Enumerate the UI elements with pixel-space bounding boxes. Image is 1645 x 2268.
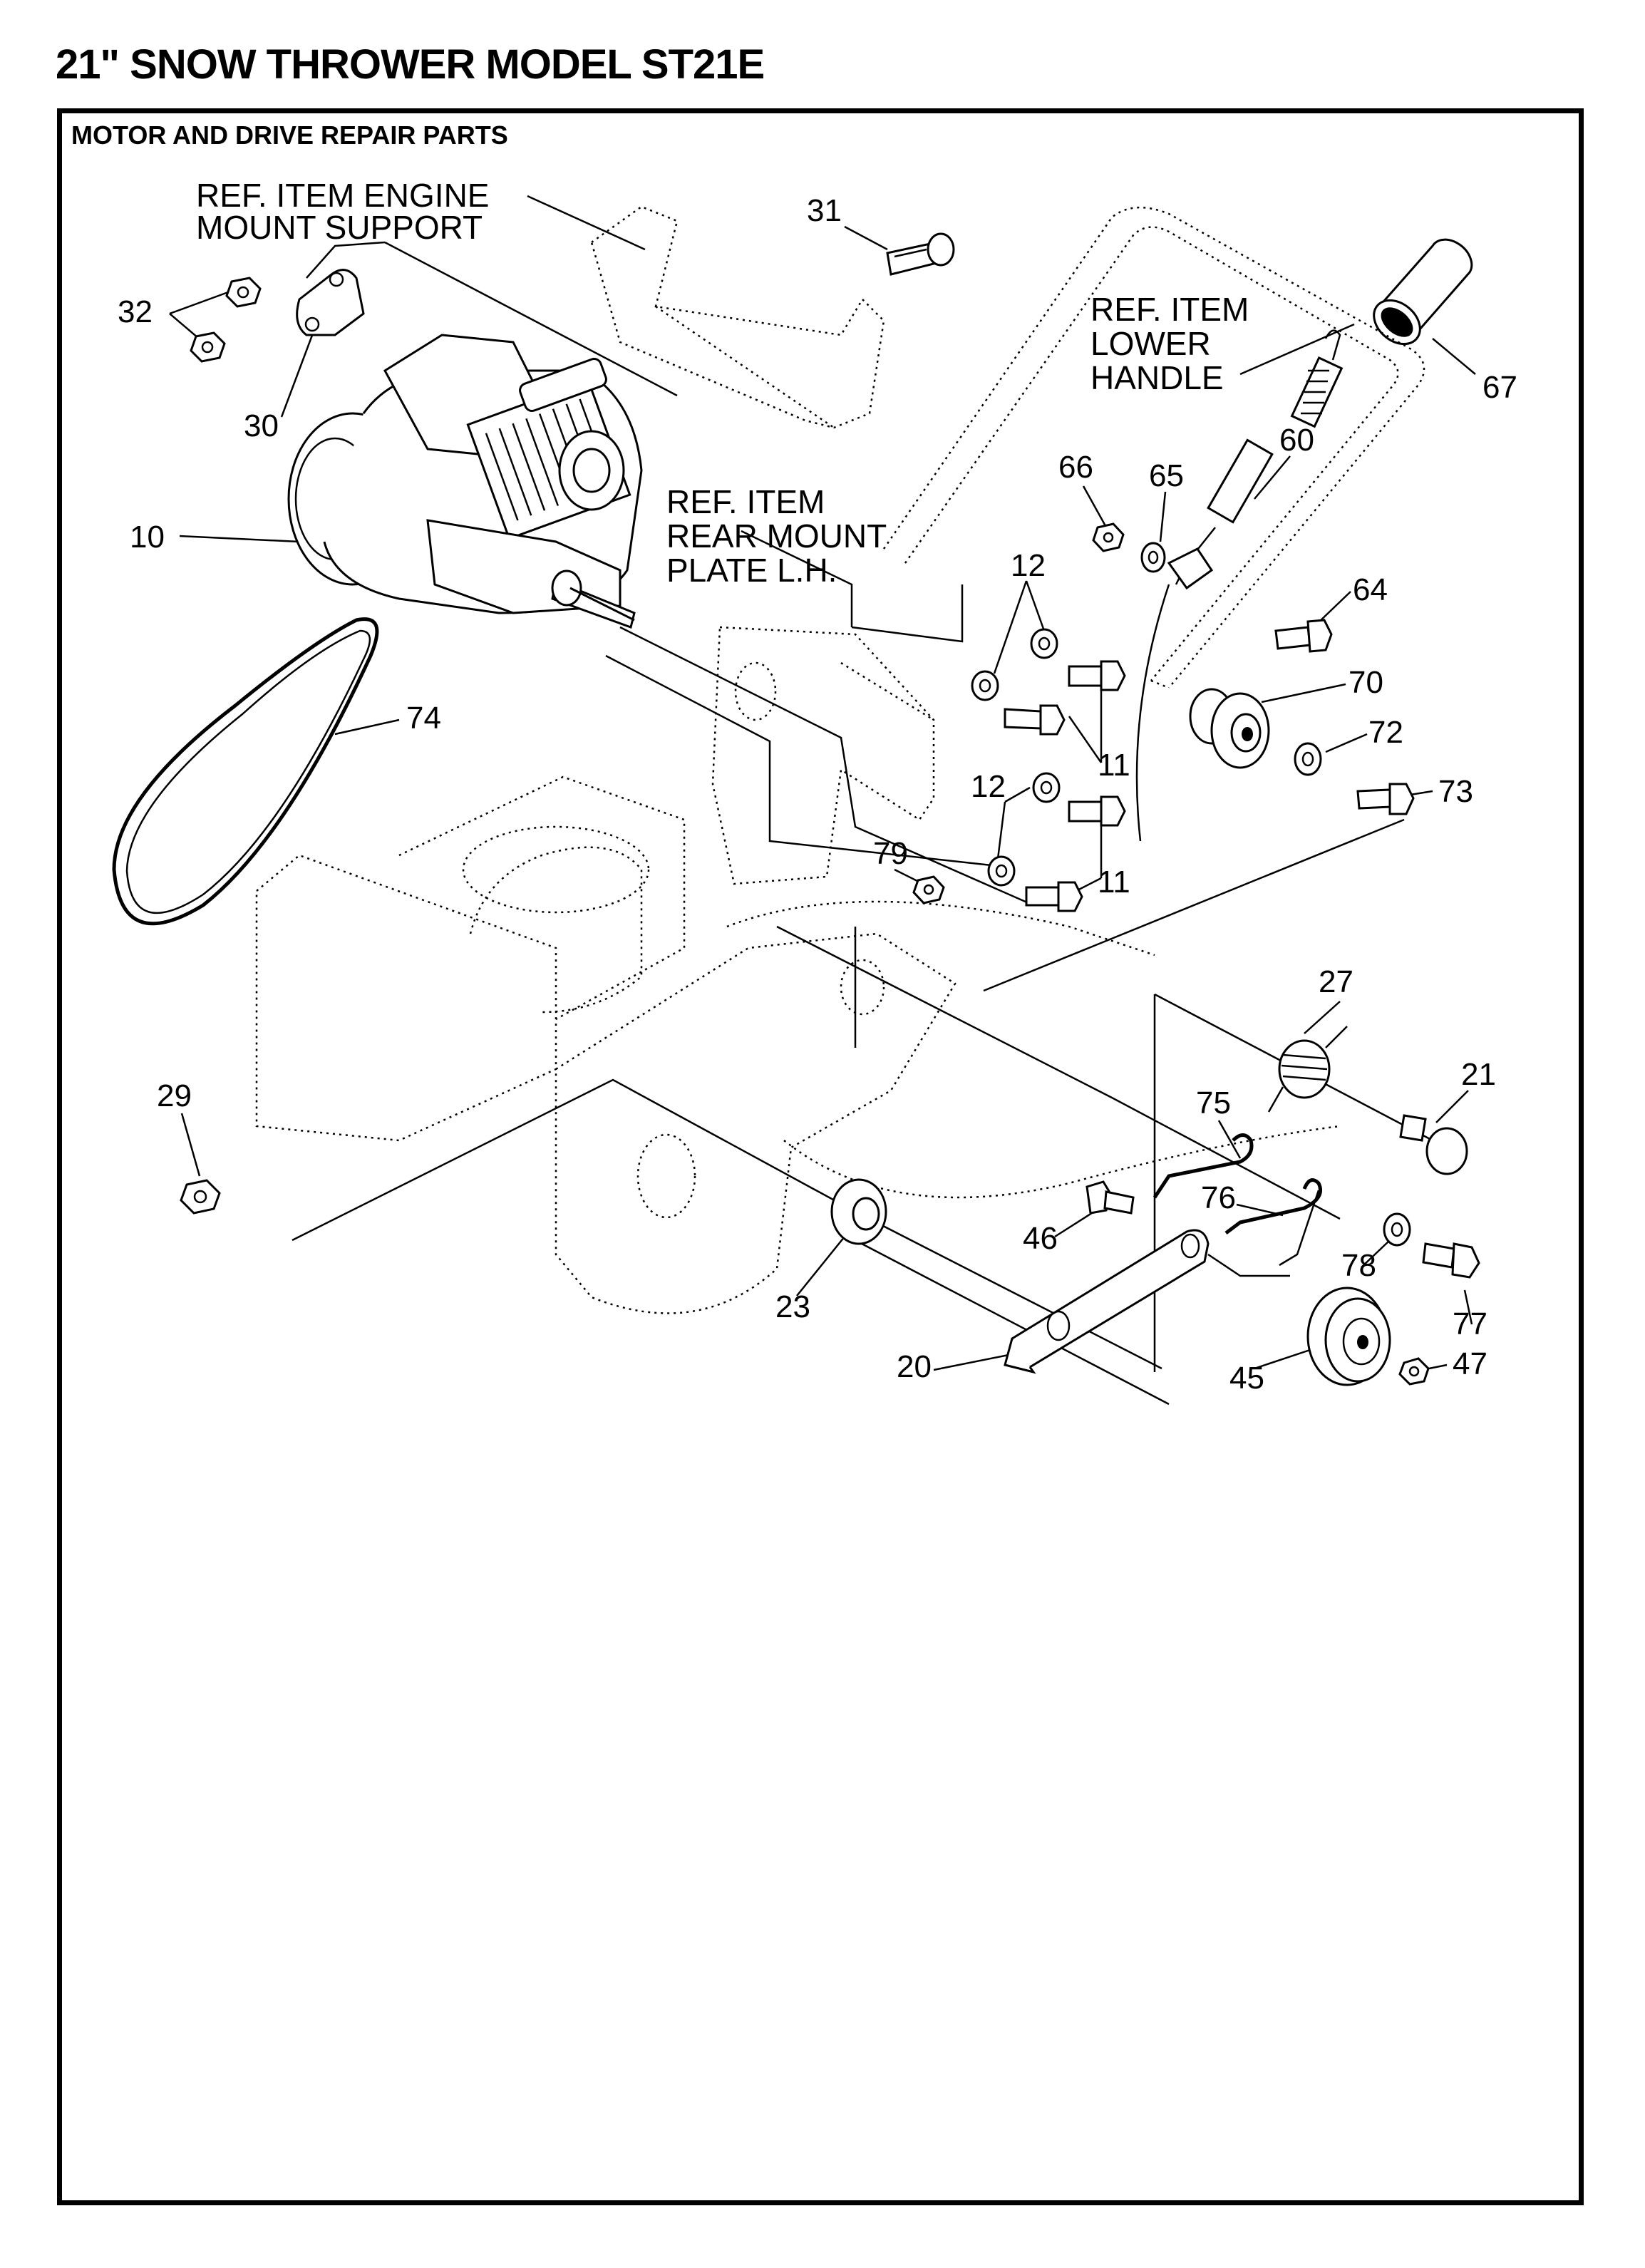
washer-65 [1140, 542, 1166, 573]
ref-engine-mount-line1: REF. ITEM ENGINE [196, 177, 489, 214]
part-label-10: 10 [130, 520, 165, 555]
part-label-64: 64 [1353, 572, 1388, 607]
rod-76 [1224, 1178, 1322, 1267]
part-label-11b: 11 [1098, 865, 1130, 900]
handle-grip-67 [1373, 238, 1473, 346]
part-label-31: 31 [807, 193, 842, 228]
cable-spring-60 [1135, 329, 1344, 842]
part-label-70: 70 [1349, 665, 1383, 700]
washer-12b [987, 772, 1061, 887]
carriage-bolt-21 [1399, 1114, 1468, 1175]
ref-engine-mount-line2: MOUNT SUPPORT [196, 209, 483, 246]
part-label-73: 73 [1438, 774, 1473, 809]
ref-lower-handle-line3: HANDLE [1090, 359, 1224, 396]
washer-12a [971, 628, 1058, 701]
part-label-72: 72 [1368, 715, 1403, 750]
part-label-47: 47 [1453, 1346, 1487, 1381]
bolt-31 [886, 232, 955, 276]
bushing-23 [830, 1178, 887, 1245]
engine-10 [287, 334, 643, 629]
part-label-30: 30 [244, 408, 279, 443]
part-label-74: 74 [406, 701, 441, 736]
part-label-21: 21 [1461, 1057, 1496, 1092]
part-label-23: 23 [775, 1289, 810, 1324]
part-label-66: 66 [1058, 450, 1093, 485]
idler-arm-20 [1004, 1229, 1290, 1374]
page-title: 21" SNOW THROWER MODEL ST21E [56, 41, 765, 88]
part-label-27: 27 [1319, 964, 1353, 999]
nut-29 [180, 1179, 221, 1215]
washer-72 [1294, 742, 1322, 776]
ref-rear-mount-line3: PLATE L.H. [666, 552, 837, 589]
part-label-65: 65 [1149, 458, 1184, 493]
part-label-20: 20 [897, 1349, 932, 1384]
part-label-75: 75 [1196, 1086, 1231, 1120]
part-label-29: 29 [157, 1078, 192, 1113]
bracket-30 [296, 269, 365, 336]
washer-78 [1383, 1212, 1411, 1247]
part-label-46: 46 [1023, 1221, 1058, 1256]
nut-66 [1092, 522, 1125, 552]
ref-rear-mount-line1: REF. ITEM [666, 483, 825, 520]
rod-75 [1152, 1133, 1254, 1199]
ref-lower-handle-line1: REF. ITEM [1090, 291, 1249, 328]
rear-mount-plate-ref [711, 626, 935, 885]
pulley-70 [1189, 688, 1270, 769]
bolts-11a [1004, 660, 1126, 736]
nut-79 [912, 875, 945, 904]
bolt-73 [1356, 783, 1415, 815]
idler-pulley-45 [1306, 1287, 1391, 1386]
lower-handle-ref [882, 206, 1425, 689]
spring-27 [1267, 1026, 1348, 1113]
belt-74 [112, 617, 379, 926]
part-label-78: 78 [1341, 1248, 1376, 1283]
nut-47 [1398, 1357, 1430, 1386]
part-label-67: 67 [1482, 370, 1517, 405]
engine-mount-support-ref [590, 205, 885, 429]
leader-lines [169, 195, 1476, 1406]
part-label-32: 32 [118, 294, 153, 329]
part-label-60: 60 [1279, 423, 1314, 458]
frame-housing [255, 775, 1341, 1314]
part-label-11a: 11 [1098, 748, 1130, 783]
bolts-11b [1025, 795, 1126, 912]
bolt-46 [1086, 1180, 1135, 1215]
section-title: MOTOR AND DRIVE REPAIR PARTS [71, 120, 508, 150]
part-label-45: 45 [1229, 1361, 1264, 1396]
diagram-frame [57, 108, 1584, 2205]
part-label-12b: 12 [971, 769, 1006, 804]
nuts-32 [190, 277, 262, 363]
bolt-77 [1422, 1242, 1480, 1279]
part-label-12a: 12 [1011, 548, 1046, 583]
part-label-76: 76 [1201, 1180, 1236, 1215]
bolt-64 [1274, 619, 1333, 653]
ref-lower-handle-line2: LOWER [1090, 325, 1211, 362]
